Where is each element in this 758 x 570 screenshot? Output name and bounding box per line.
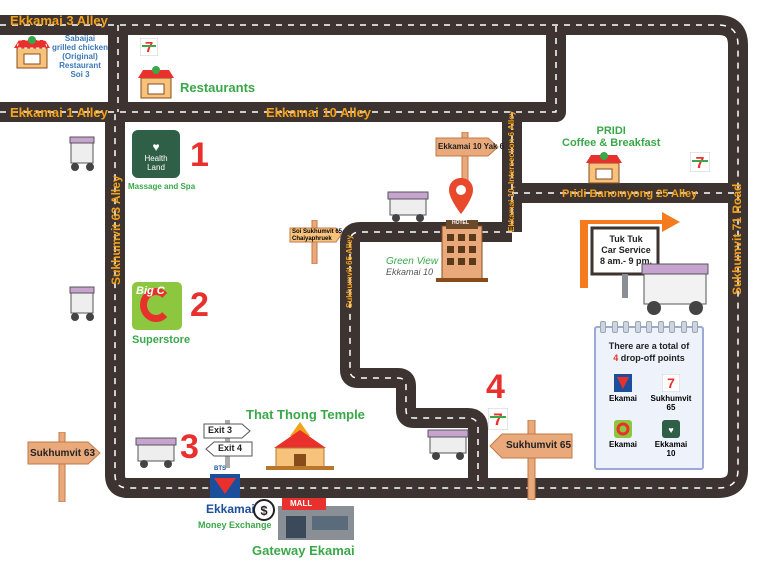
road-label-sukhumvit65-alley: Sukhumvit 65 Alley — [345, 234, 354, 308]
exit3-label: Exit 3 — [208, 425, 233, 435]
road-winding — [340, 222, 512, 488]
tuktuk-icon — [69, 136, 95, 171]
big-c-icon — [614, 420, 632, 438]
number-1: 1 — [190, 136, 209, 174]
road-label-intersection6: Ekkamai 10, Intersection 6 Alley — [507, 110, 516, 232]
tuktuk-icon — [427, 429, 469, 460]
dropoff-item-2: Sukhumvit 65 — [650, 394, 692, 412]
shop-icon — [14, 36, 50, 69]
exit-signpost — [203, 420, 253, 468]
seven-eleven-icon: 7 — [488, 408, 508, 430]
sukhumvit63-sign — [27, 432, 101, 502]
road-label-sukhumvit71: Sukhumvit 71 Road — [730, 183, 744, 295]
restaurant-icon — [138, 66, 174, 99]
number-3: 3 — [180, 428, 199, 466]
exit4-label: Exit 4 — [218, 443, 243, 453]
location-pin-icon — [449, 178, 473, 214]
number-4: 4 — [486, 368, 505, 406]
seven-eleven-icon: 7 — [690, 152, 710, 172]
svg-text:♥: ♥ — [668, 425, 673, 435]
sukhumvit65-sign-label: Sukhumvit 65 — [506, 440, 572, 451]
road-label-ekkamai1: Ekkamai 1 Alley — [10, 105, 108, 120]
seven-eleven-icon: 7 — [662, 374, 680, 392]
ekamai-station-label: Ekkamai — [206, 502, 255, 516]
hotel-sign-label: HOTEL — [452, 220, 469, 226]
gateway-label: Gateway Ekamai — [252, 543, 355, 558]
tuktuk-icon — [387, 191, 429, 222]
seven-eleven-icon: 7 — [140, 38, 158, 56]
tuktuk-icon — [135, 437, 177, 468]
hotel-icon — [436, 220, 488, 282]
money-exchange-label: Money Exchange — [198, 520, 272, 530]
soi65-sign — [289, 220, 342, 264]
cafe-icon — [586, 152, 622, 184]
road-label-pridi: Pridi Banomyong 25 Alley — [562, 188, 698, 200]
svg-text:7: 7 — [667, 375, 675, 391]
svg-text:$: $ — [260, 503, 268, 518]
dropoff-item-1: Ekamai — [608, 394, 638, 403]
tuktuk-service-text: Tuk Tuk Car Service 8 am.- 9 pm. — [599, 234, 653, 266]
road-label-sukhumvit63: Sukhumvit 63 Alley — [109, 175, 123, 285]
green-view-logo: Green View Ekkamai 10 — [386, 256, 439, 277]
mall-sign-label: MALL — [290, 499, 313, 508]
temple-icon — [266, 422, 334, 470]
mall-icon — [278, 498, 354, 540]
road-label-ekkamai10: Ekkamai 10 Alley — [266, 105, 372, 120]
svg-text:7: 7 — [696, 155, 705, 172]
restaurants-label: Restaurants — [180, 80, 256, 95]
bts-icon — [614, 374, 632, 392]
tuktuk-icon — [641, 263, 709, 315]
svg-text:7: 7 — [493, 410, 502, 429]
dropoff-heading: There are a total of 4 drop-off points — [608, 341, 690, 363]
sabaijai-label: Sabaijai grilled chicken (Original) Rest… — [52, 34, 109, 79]
dropoff-item-3: Ekamai — [608, 440, 638, 449]
svg-text:7: 7 — [145, 39, 153, 56]
superstore-label: Superstore — [132, 334, 191, 346]
road-label-ekkamai3: Ekkamai 3 Alley — [10, 13, 108, 28]
bts-icon — [210, 474, 240, 498]
big-c-logo: Big C — [132, 282, 182, 330]
dropoff-item-4: Ekkamai 10 — [654, 440, 688, 458]
tuktuk-icon — [69, 286, 95, 321]
pridi-label: PRIDI Coffee & Breakfast — [562, 125, 661, 149]
sukhumvit63-sign-label: Sukhumvit 63 — [30, 448, 96, 459]
temple-label: That Thong Temple — [246, 407, 365, 422]
money-exchange-icon: $ — [253, 499, 275, 521]
sukhumvit65-sign — [489, 420, 573, 500]
soi65-sign-label: Soi Sukhumvit 65 Chaiyaphruek — [292, 229, 343, 242]
number-2: 2 — [190, 286, 209, 324]
health-land-logo: ♥ Health Land — [132, 130, 180, 178]
health-land-icon: ♥ — [662, 420, 680, 438]
yak6-sign-label: Ekkamai 10 Yak 6 — [438, 142, 505, 151]
yak6-sign — [435, 132, 499, 182]
massage-label: Massage and Spa — [128, 182, 196, 191]
dropoff-card: There are a total of 4 drop-off points E… — [594, 321, 704, 470]
bts-logo-text: BTS — [214, 466, 226, 472]
